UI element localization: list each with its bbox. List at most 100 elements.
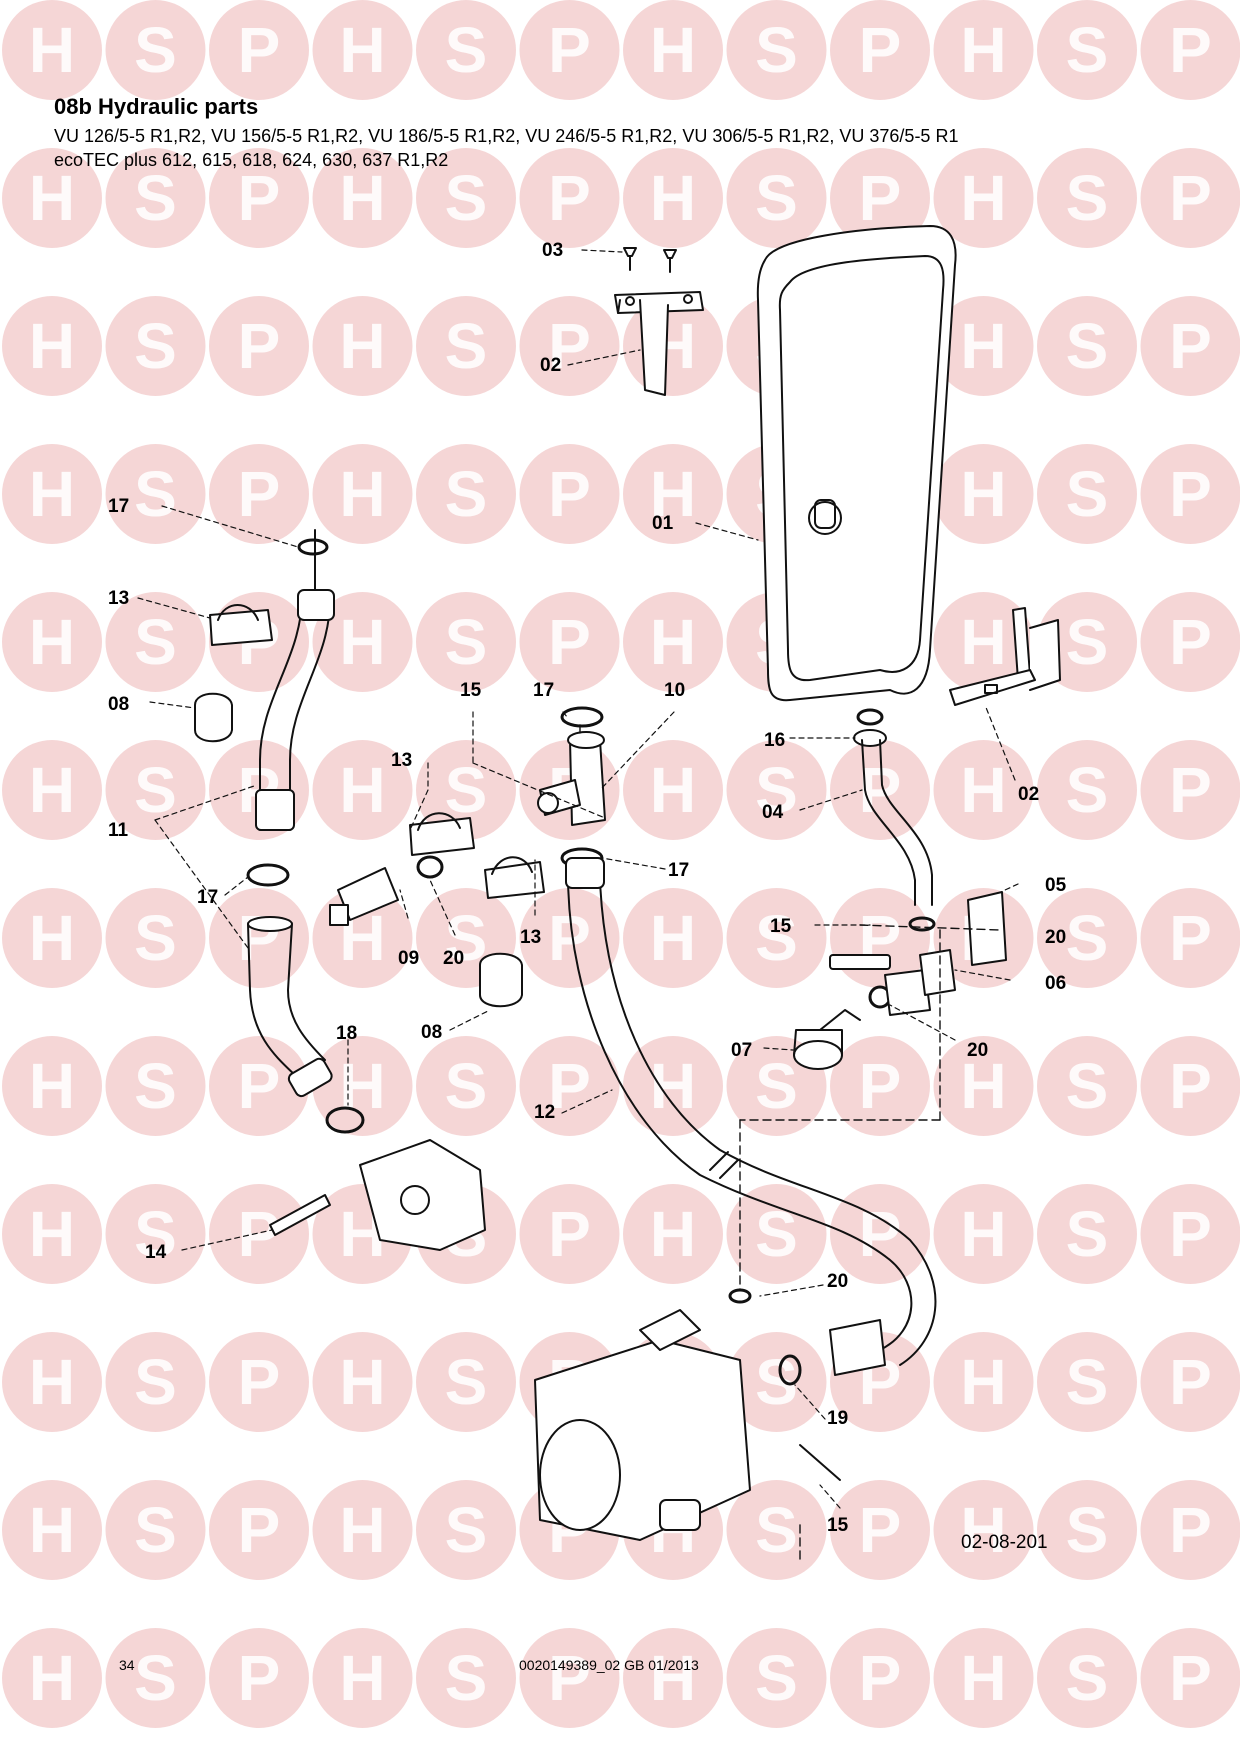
watermark-circle (1140, 1480, 1240, 1580)
watermark-circle (726, 1628, 827, 1728)
drain-valve (967, 891, 1007, 966)
watermark-circle (1140, 1332, 1240, 1432)
watermark-circle (105, 0, 206, 100)
watermark-circle (933, 1036, 1034, 1136)
watermark-circle (312, 444, 413, 544)
watermark-letter: S (134, 458, 177, 530)
pressure-gauge (793, 1009, 861, 1070)
pump-housing-small (269, 1139, 486, 1251)
watermark-circle (209, 1036, 309, 1136)
watermark-letter: H (339, 1346, 385, 1418)
watermark-circle (416, 1480, 516, 1580)
watermark-circle (209, 1332, 309, 1432)
watermark-letter: H (650, 1198, 696, 1270)
watermark-circle (623, 444, 723, 544)
watermark-letter: P (238, 458, 281, 530)
watermark-letter: P (548, 1642, 591, 1714)
watermark-letter: S (1066, 902, 1109, 974)
watermark-letter: P (1169, 162, 1212, 234)
watermark-letter: H (29, 14, 75, 86)
callout-05: 05 (1045, 875, 1067, 896)
watermark-letter: S (755, 1198, 798, 1270)
watermark-circle (312, 1628, 413, 1728)
watermark-circle (623, 148, 723, 248)
watermark-letter: S (445, 1050, 488, 1122)
callout-07: 07 (731, 1040, 753, 1061)
watermark-circle (105, 1628, 206, 1728)
watermark-letter: P (859, 1642, 902, 1714)
watermark-circle (105, 740, 206, 840)
watermark-circle (830, 0, 930, 100)
callout-15-bottom: 15 (827, 1515, 849, 1536)
watermark-circle (519, 0, 620, 100)
callout-17-lower-mid: 17 (668, 860, 690, 881)
watermark-letter: P (1169, 310, 1212, 382)
watermark-letter: H (960, 1346, 1006, 1418)
watermark-circle (416, 1036, 516, 1136)
watermark-circle (1037, 1184, 1137, 1284)
watermark-circle (209, 1628, 309, 1728)
watermark-circle (105, 296, 206, 396)
watermark-circle (105, 592, 206, 692)
watermark-letter: H (29, 162, 75, 234)
callout-15-mid: 15 (460, 680, 482, 701)
watermark-letter: P (1169, 1642, 1212, 1714)
watermark-letter: H (960, 1642, 1006, 1714)
watermark-letter: S (1066, 606, 1109, 678)
watermark-letter: P (238, 14, 281, 86)
callout-17-top: 17 (108, 496, 130, 517)
watermark-letter: S (445, 162, 488, 234)
watermark-circle (1140, 148, 1240, 248)
watermark-letter: P (238, 1198, 281, 1270)
watermark-circle (933, 444, 1034, 544)
callout-04: 04 (762, 802, 784, 823)
watermark-letter: S (445, 754, 488, 826)
watermark-letter: P (238, 1346, 281, 1418)
watermark-letter: S (755, 902, 798, 974)
callout-20-gauge: 20 (967, 1040, 989, 1061)
expansion-vessel (756, 225, 957, 702)
watermark-letter: S (445, 458, 488, 530)
pressure-tee (829, 949, 956, 1016)
watermark-circle (830, 148, 930, 248)
watermark-letter: H (960, 14, 1006, 86)
callout-17-lower-left: 17 (197, 887, 219, 908)
watermark-letter: H (339, 1642, 385, 1714)
watermark-letter: S (1066, 754, 1109, 826)
watermark-letter: S (1066, 1050, 1109, 1122)
watermark-letter: P (548, 1050, 591, 1122)
callout-20-left: 20 (443, 948, 465, 969)
page-number: 34 (119, 1657, 135, 1673)
watermark-circle (623, 1036, 723, 1136)
watermark-letter: S (1066, 310, 1109, 382)
watermark-circle (519, 1184, 620, 1284)
watermark-letter: P (1169, 1494, 1212, 1566)
watermark-circle (105, 1332, 206, 1432)
callout-09: 09 (398, 948, 420, 969)
watermark-circle (1140, 740, 1240, 840)
watermark-circle (933, 592, 1034, 692)
callout-20-bottom: 20 (827, 1271, 849, 1292)
watermark-letter: P (238, 162, 281, 234)
watermark-circle (933, 1628, 1034, 1728)
watermark-circle (2, 592, 102, 692)
page-title: 08b Hydraulic parts (54, 94, 259, 119)
watermark-circle (2, 1036, 102, 1136)
watermark-letter: S (134, 606, 177, 678)
callout-20-right: 20 (1045, 927, 1067, 948)
model-list-line-2: ecoTEC plus 612, 615, 618, 624, 630, 637… (54, 150, 449, 170)
watermark-circle (933, 148, 1034, 248)
watermark-circle (519, 592, 620, 692)
watermark-circle (1037, 148, 1137, 248)
watermark-letter: H (960, 310, 1006, 382)
watermark-circle (623, 888, 723, 988)
watermark-circle (2, 444, 102, 544)
watermark-letter: S (445, 1494, 488, 1566)
watermark-letter: P (238, 1494, 281, 1566)
watermark-letter: H (650, 902, 696, 974)
watermark-circle (2, 148, 102, 248)
watermark-circle (933, 740, 1034, 840)
watermark-letter: P (1169, 1050, 1212, 1122)
watermark-circle (105, 1184, 206, 1284)
watermark-circle (726, 888, 827, 988)
